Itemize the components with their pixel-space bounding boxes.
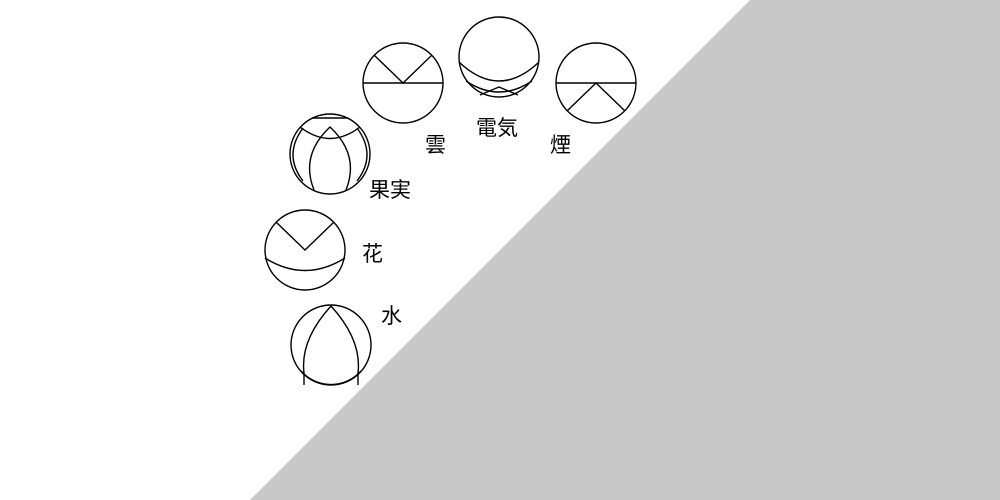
label-fruit: 果実 xyxy=(369,178,411,202)
electricity-symbol-icon xyxy=(458,16,540,98)
label-water: 水 xyxy=(381,304,402,328)
fruit-symbol-icon xyxy=(289,113,371,195)
water-symbol-icon xyxy=(290,304,372,386)
label-flower: 花 xyxy=(362,242,383,266)
label-electricity: 電気 xyxy=(476,116,518,140)
flower-symbol-icon xyxy=(264,209,346,291)
cloud-symbol-icon xyxy=(362,42,444,124)
smoke-symbol-icon xyxy=(555,42,637,124)
shaded-region xyxy=(250,0,1000,500)
label-smoke: 煙 xyxy=(550,133,571,157)
label-cloud: 雲 xyxy=(425,133,446,157)
